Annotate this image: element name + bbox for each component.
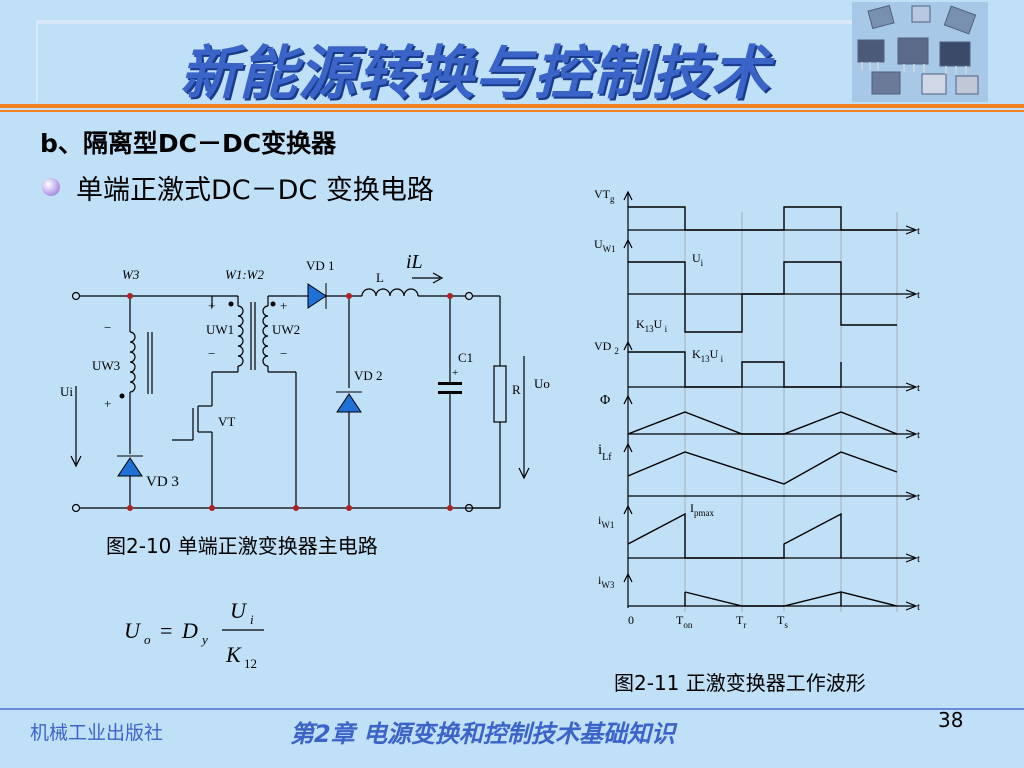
header-frame-line [36, 20, 38, 102]
trace-vtg [628, 206, 897, 231]
svg-text:Tr: Tr [736, 613, 746, 630]
label-vd1: VD 1 [306, 258, 335, 273]
svg-text:U: U [124, 618, 142, 643]
svg-text:t: t [917, 382, 920, 394]
svg-text:VD 2: VD 2 [594, 339, 619, 356]
trace-iw3 [684, 591, 898, 607]
trace-vd2 [628, 351, 842, 388]
label-il: iL [406, 251, 423, 273]
chips-photo-icon [852, 2, 988, 102]
svg-text:K13U i: K13U i [636, 317, 668, 334]
trace-iw1 [627, 512, 842, 559]
header-frame-line [36, 20, 856, 24]
svg-text:UW1: UW1 [594, 237, 616, 254]
svg-text:D: D [181, 618, 198, 643]
trace-uw1 [628, 261, 897, 333]
label-vt: VT [218, 414, 235, 429]
label-r: R [512, 382, 521, 397]
svg-text:t: t [917, 553, 920, 565]
svg-text:iW1: iW1 [598, 513, 614, 530]
svg-text:t: t [917, 225, 920, 237]
bullet-icon [42, 178, 60, 196]
footer-chapter: 第2章 电源变换和控制技术基础知识 [290, 720, 676, 748]
svg-text:=: = [160, 618, 172, 643]
page-number: 38 [938, 708, 964, 732]
tick-0: 0 [628, 613, 634, 627]
label-vd2: VD 2 [354, 368, 383, 383]
svg-text:Ts: Ts [777, 613, 788, 630]
svg-text:Ui: Ui [692, 251, 704, 268]
forward-converter-waveforms: VTg UW1 VD 2 Φ iLf iW1 iW3 t t t t t t t… [594, 187, 920, 630]
svg-text:Φ: Φ [600, 393, 610, 408]
svg-text:Ipmax: Ipmax [690, 501, 714, 518]
svg-text:+: + [452, 367, 458, 379]
forward-converter-circuit: W3 W1:W2 VD 1 L iL UW1 UW2 UW3 Ui VT VD … [60, 251, 550, 513]
label-uw2: UW2 [272, 322, 300, 337]
svg-text:i: i [250, 612, 254, 627]
header-rule [0, 104, 1024, 108]
svg-text:+: + [208, 298, 215, 313]
svg-text:K: K [225, 642, 242, 667]
svg-text:U: U [230, 598, 248, 623]
svg-text:+: + [280, 298, 287, 313]
svg-text:−: − [280, 346, 287, 361]
label-l: L [376, 270, 384, 285]
section-heading: b、隔离型DC－DC变换器 [40, 129, 337, 158]
svg-text:−: − [104, 320, 111, 335]
slide-title: 新能源转换与控制技术 [180, 39, 771, 107]
label-w1w2: W1:W2 [225, 267, 264, 282]
trace-phi [627, 411, 898, 435]
svg-text:−: − [208, 346, 215, 361]
svg-text:y: y [200, 632, 208, 647]
label-c1: C1 [458, 350, 473, 365]
trace-ilf [627, 451, 898, 485]
label-uw1: UW1 [206, 322, 234, 337]
svg-text:t: t [917, 601, 920, 613]
svg-text:12: 12 [244, 656, 257, 671]
header-rule [0, 110, 1024, 112]
bullet-text: 单端正激式DC－DC 变换电路 [76, 175, 434, 206]
label-uw3: UW3 [92, 358, 120, 373]
footer-rule [0, 708, 1024, 710]
svg-text:Ton: Ton [676, 613, 693, 630]
label-ui: Ui [60, 384, 73, 399]
label-uo: Uo [534, 376, 550, 391]
circuit-caption: 图2-10 单端正激变换器主电路 [106, 534, 378, 558]
svg-text:+: + [104, 396, 111, 411]
svg-text:t: t [917, 429, 920, 441]
svg-text:iW3: iW3 [598, 573, 615, 590]
svg-text:K13U i: K13U i [692, 347, 724, 364]
svg-text:t: t [917, 289, 920, 301]
label-vd3: VD 3 [146, 474, 179, 490]
waveform-caption: 图2-11 正激变换器工作波形 [614, 671, 866, 695]
footer-publisher: 机械工业出版社 [30, 722, 164, 744]
svg-text:o: o [144, 632, 151, 647]
svg-text:iLf: iLf [598, 442, 612, 463]
label-w3: W3 [122, 267, 140, 282]
svg-text:VTg: VTg [594, 187, 615, 204]
svg-text:t: t [917, 491, 920, 503]
